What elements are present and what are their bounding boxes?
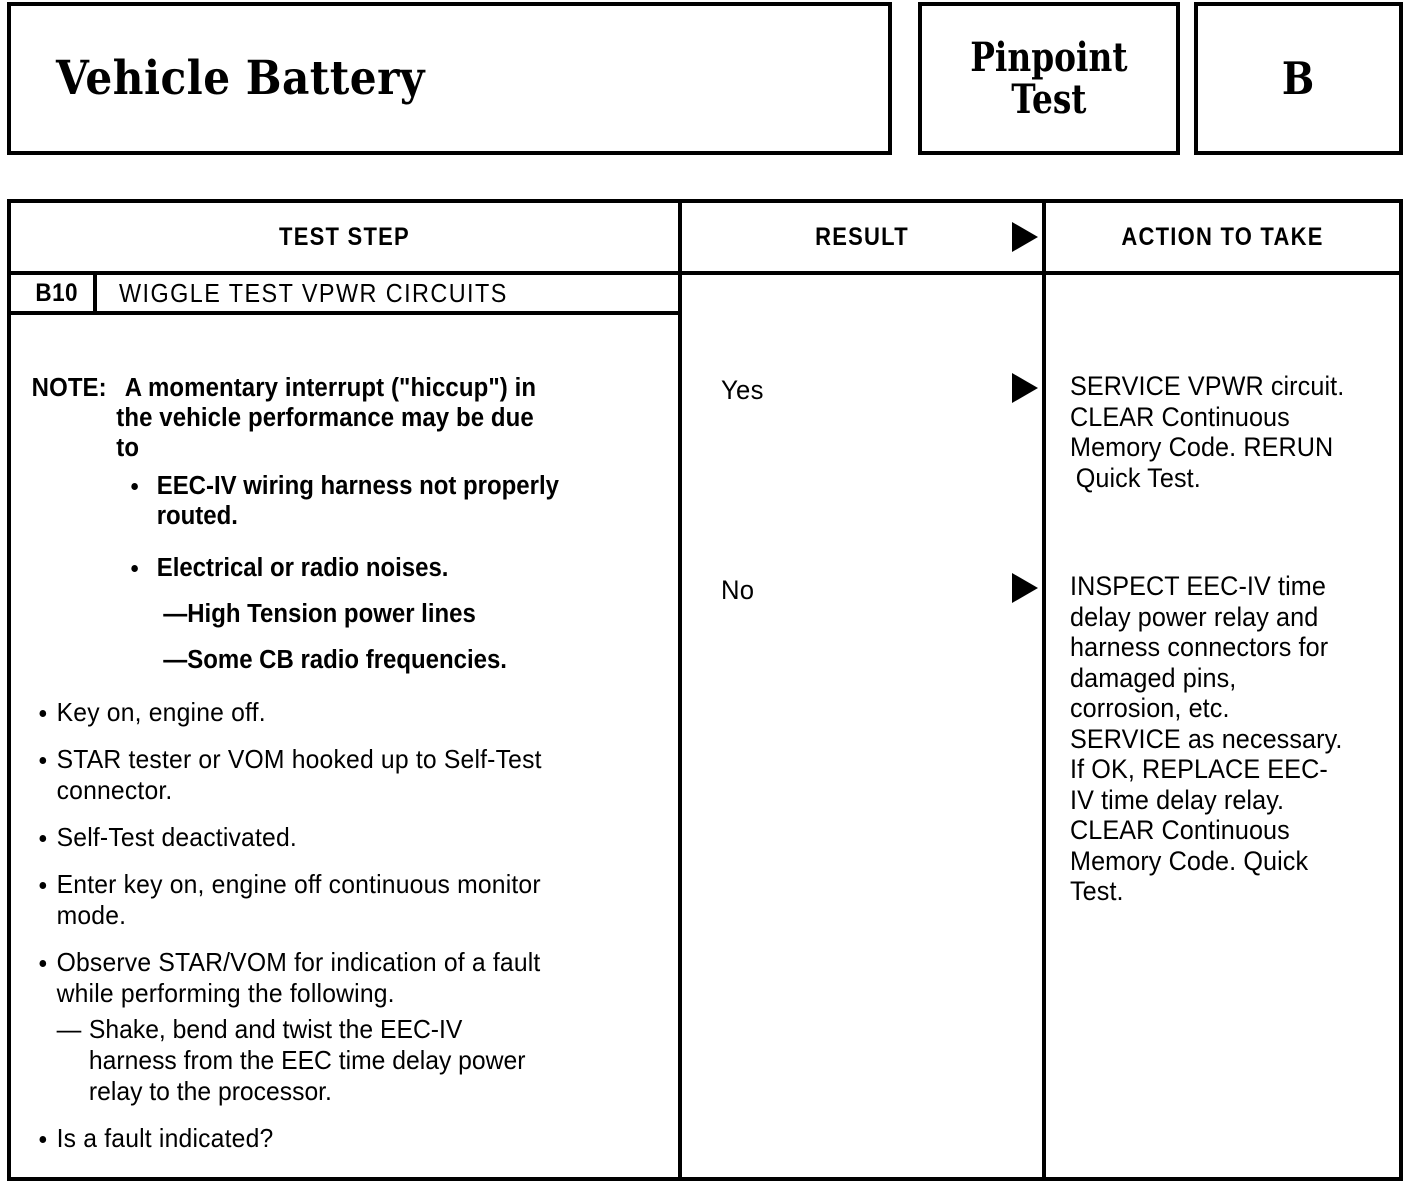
arrow-right-icon-header [1012,222,1038,252]
step-bullet-1-line-1: Key on, engine off. [56,697,266,727]
bullet-dot-icon [39,882,47,889]
step-bullet-item: STAR tester or VOM hooked up to Self-Tes… [11,744,645,806]
pinpoint-test-label: Pinpoint Test [970,33,1128,123]
final-step-question: Is a fault indicated? [56,1123,274,1153]
step-bullet-5-line-1: Observe STAR/VOM for indication of a fau… [56,947,541,977]
step-bullet-item: Self-Test deactivated. [11,822,645,853]
action-no-line-9: CLEAR Continuous [1070,815,1290,845]
column-divider-result [678,203,682,1177]
note-bullet-item: EEC-IV wiring harness not properly route… [11,471,638,531]
step-bullet-4-line-1: Enter key on, engine off continuous moni… [56,869,541,899]
arrow-right-icon-no [1012,573,1038,603]
column-header-test-step: TEST STEP [279,222,410,251]
action-no-line-10: Memory Code. Quick [1070,845,1309,876]
page-header: Vehicle Battery Pinpoint Test B [0,0,1408,160]
action-no-line-11: Test. [1070,876,1124,906]
test-letter-box: B [1194,2,1403,155]
step-bullet-item: Is a fault indicated? [11,1123,645,1154]
em-dash-icon: — [56,1014,82,1044]
note-label: NOTE: [31,374,114,402]
note-dash-1-text: High Tension power lines [187,600,476,628]
action-no-line-6: SERVICE as necessary. [1070,723,1343,754]
pinpoint-line-2: Test [1011,75,1087,123]
table-header-row: TEST STEP RESULT ACTION TO TAKE [11,203,1399,275]
result-value-no: No [721,575,755,605]
pinpoint-test-table: TEST STEP RESULT ACTION TO TAKE B10 WIGG… [7,199,1403,1181]
note-dash-item: —High Tension power lines [11,599,638,629]
step-bullet-3-line-1: Self-Test deactivated. [56,822,297,852]
column-header-action-to-take: ACTION TO TAKE [1121,222,1324,251]
step-bullet-5-line-2: while performing the following. [56,978,395,1008]
column-divider-action [1042,203,1046,1177]
note-first-line: NOTE: A momentary interrupt ("hiccup") i… [11,373,638,403]
em-dash-icon: — [163,646,188,674]
step-title-label: WIGGLE TEST VPWR CIRCUITS [119,277,508,308]
pinpoint-line-1: Pinpoint [970,33,1128,81]
bullet-dot-icon [131,483,138,490]
bullet-dot-icon [39,960,47,967]
step-bullet-item: Enter key on, engine off continuous moni… [11,869,645,931]
bullet-dot-icon [131,565,138,572]
step-bullet-item: Key on, engine off. [11,697,645,728]
test-step-content: NOTE: A momentary interrupt ("hiccup") i… [11,315,678,1154]
note-bullet-item: Electrical or radio noises. [11,553,638,583]
action-no-line-4: damaged pins, [1070,662,1237,693]
step-bullet-2-line-2: connector. [56,775,173,805]
note-block: NOTE: A momentary interrupt ("hiccup") i… [11,373,678,675]
action-block-no: INSPECT EEC-IV time delay power relay an… [1070,571,1384,907]
page-title: Vehicle Battery [56,51,425,106]
note-line-2: the vehicle performance may be due [116,404,534,432]
bullet-dot-icon [39,757,47,764]
step-bullet-2-line-1: STAR tester or VOM hooked up to Self-Tes… [56,744,542,774]
step-title-row: B10 WIGGLE TEST VPWR CIRCUITS [11,275,678,315]
column-header-result: RESULT [815,222,909,251]
action-no-line-1: INSPECT EEC-IV time [1070,571,1326,601]
step-id-label: B10 [35,278,79,307]
pinpoint-test-box: Pinpoint Test [918,2,1180,155]
result-value-yes: Yes [721,375,764,405]
sub-step-line-1: Shake, bend and twist the EEC-IV [88,1014,463,1044]
action-no-line-3: harness connectors for [1070,632,1329,662]
step-bullet-4-line-2: mode. [56,900,127,930]
note-bullet-1-line-2: routed. [156,502,238,530]
em-dash-icon: — [163,600,188,628]
action-no-line-8: IV time delay relay. [1070,784,1285,815]
title-box: Vehicle Battery [7,2,892,155]
action-yes-line-4: Quick Test. [1075,462,1201,493]
bullet-dot-icon [39,1136,47,1143]
action-no-line-7: If OK, REPLACE EEC- [1070,754,1328,784]
bullet-dot-icon [39,710,47,717]
note-bullet-1-line-1: EEC-IV wiring harness not properly [156,472,559,500]
action-yes-line-2: CLEAR Continuous [1070,401,1290,432]
step-id-cell: B10 [21,275,97,311]
action-yes-line-1: SERVICE VPWR circuit. [1070,371,1345,401]
note-dash-2-text: Some CB radio frequencies. [187,646,507,674]
test-letter: B [1282,52,1315,105]
sub-step-dash-item: — Shake, bend and twist the EEC-IV harne… [11,1014,645,1107]
note-bullet-2-line-1: Electrical or radio noises. [156,554,449,582]
action-yes-line-3: Memory Code. RERUN [1070,432,1334,462]
step-title-cell: WIGGLE TEST VPWR CIRCUITS [101,275,551,311]
action-no-line-2: delay power relay and [1070,601,1319,632]
note-dash-item: —Some CB radio frequencies. [11,645,638,675]
sub-step-line-3: relay to the processor. [88,1076,332,1106]
arrow-right-icon-yes [1012,373,1038,403]
step-bullet-item: Observe STAR/VOM for indication of a fau… [11,947,645,1009]
action-no-line-5: corrosion, etc. [1070,693,1230,723]
sub-step-line-2: harness from the EEC time delay power [88,1045,526,1075]
action-block-yes: SERVICE VPWR circuit. CLEAR Continuous M… [1070,371,1384,493]
note-line-1: A momentary interrupt ("hiccup") in [124,374,537,402]
note-line-3: to [116,434,140,462]
bullet-dot-icon [39,835,47,842]
